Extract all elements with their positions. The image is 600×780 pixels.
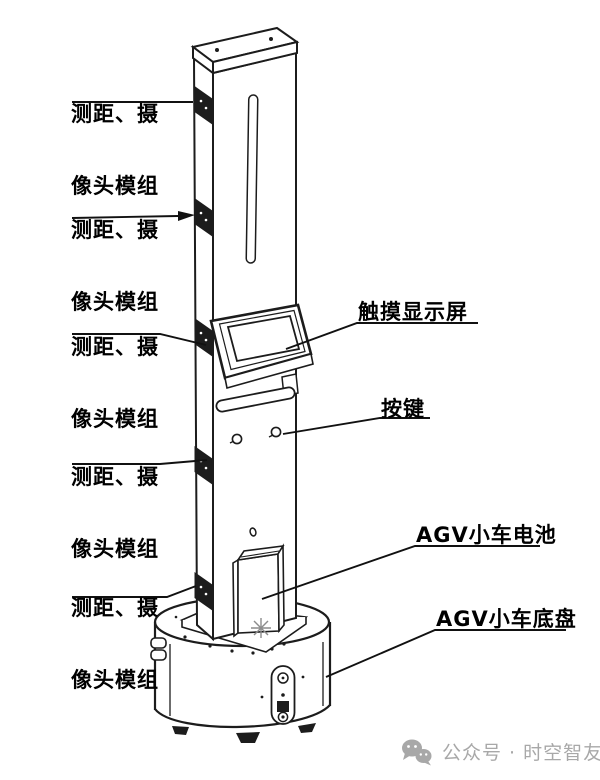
base-left-tabs xyxy=(150,637,167,661)
base-screw-dots xyxy=(174,615,305,699)
watermark: 公众号 · 时空智友 xyxy=(399,736,600,766)
label-line: 测距、摄 xyxy=(71,335,159,359)
push-buttons-drawing xyxy=(229,426,282,445)
label-camera-module-4: 测距、摄 像头模组 xyxy=(71,417,159,609)
label-line: 测距、摄 xyxy=(71,218,159,242)
touch-screen-drawing xyxy=(209,303,314,390)
base-front-slot xyxy=(270,665,296,725)
label-camera-module-3: 测距、摄 像头模组 xyxy=(71,287,159,479)
base-feet xyxy=(172,723,316,743)
camera-module-strips xyxy=(194,86,213,611)
leader-lines xyxy=(71,101,566,678)
label-line: 像头模组 xyxy=(71,537,159,561)
watermark-text: 公众号 · 时空智友 xyxy=(442,741,600,764)
mast-hole xyxy=(249,527,257,537)
handle-bar xyxy=(215,373,299,413)
star-mark xyxy=(251,618,271,638)
label-line: 测距、摄 xyxy=(71,102,159,126)
label-line: 测距、摄 xyxy=(71,596,159,620)
wechat-icon xyxy=(402,739,432,766)
label-touch-screen: 触摸显示屏 xyxy=(358,300,468,324)
label-camera-module-1: 测距、摄 像头模组 xyxy=(71,54,159,246)
label-agv-battery: AGV小车电池 xyxy=(416,523,557,547)
label-agv-chassis: AGV小车底盘 xyxy=(436,607,577,631)
label-line: 像头模组 xyxy=(71,290,159,314)
label-line: 像头模组 xyxy=(71,407,159,431)
label-line: 测距、摄 xyxy=(71,465,159,489)
mast-groove xyxy=(245,94,259,264)
label-camera-module-5: 测距、摄 像头模组 xyxy=(71,548,159,740)
battery-drawing xyxy=(232,543,285,638)
mast-top-cap xyxy=(190,26,300,75)
label-camera-module-2: 测距、摄 像头模组 xyxy=(71,170,159,362)
label-line: 像头模组 xyxy=(71,174,159,198)
label-line: 像头模组 xyxy=(71,668,159,692)
label-button: 按键 xyxy=(381,397,425,421)
